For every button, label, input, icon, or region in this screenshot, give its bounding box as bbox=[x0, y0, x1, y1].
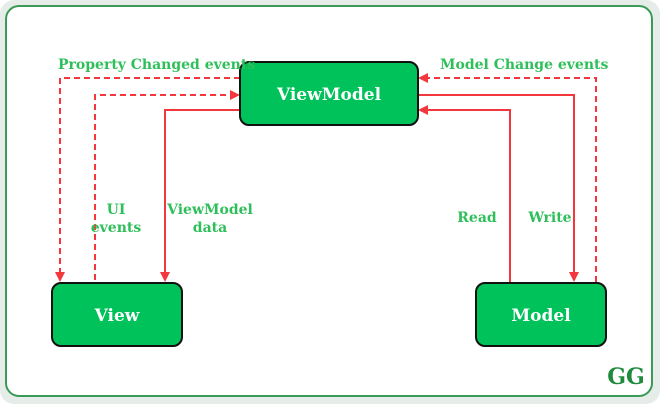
model-change-label: Model Change events bbox=[440, 57, 608, 73]
model-node: Model bbox=[475, 282, 607, 347]
gfg-logo: GG bbox=[607, 364, 645, 390]
viewmodel-label: ViewModel bbox=[276, 85, 382, 105]
ui-events-label-line2: events bbox=[91, 220, 142, 236]
write-arrow bbox=[418, 94, 579, 282]
read-label: Read bbox=[457, 210, 497, 226]
model-label: Model bbox=[511, 306, 571, 326]
view-label: View bbox=[94, 306, 140, 326]
write-label: Write bbox=[527, 210, 571, 226]
read-arrow bbox=[418, 105, 511, 282]
ui-events-arrow bbox=[94, 90, 240, 280]
model-change-arrow bbox=[418, 73, 597, 282]
property-changed-label: Property Changed events bbox=[58, 57, 255, 73]
viewmodel-data-label-line2: data bbox=[193, 220, 227, 236]
viewmodel-node: ViewModel bbox=[239, 61, 419, 126]
property-changed-arrow bbox=[55, 77, 240, 282]
view-node: View bbox=[51, 282, 183, 347]
viewmodel-data-arrow bbox=[160, 109, 240, 282]
ui-events-label-line1: UI bbox=[107, 202, 126, 218]
viewmodel-data-label-line1: ViewModel bbox=[166, 202, 253, 218]
